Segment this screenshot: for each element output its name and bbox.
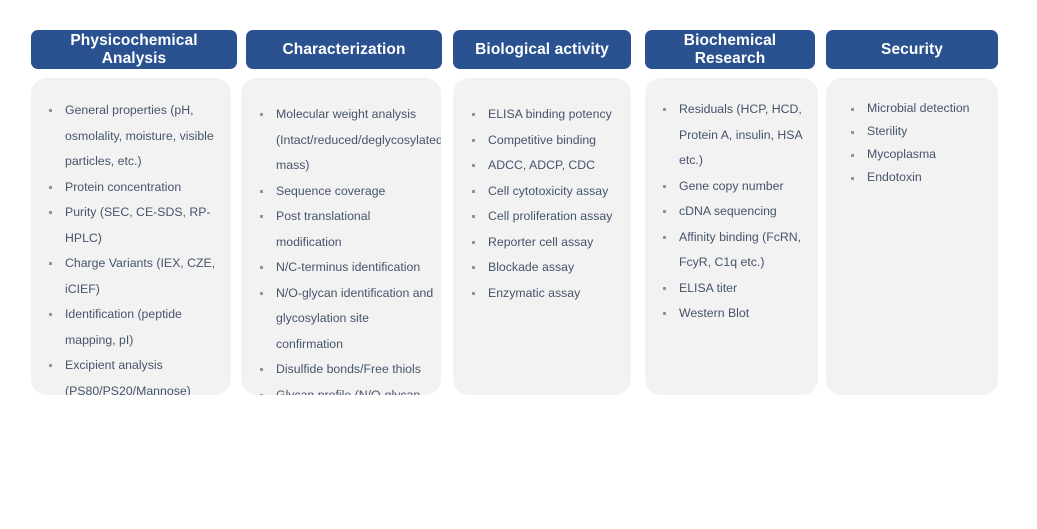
list-item: General properties (pH, osmolality, mois… bbox=[43, 98, 217, 175]
list-wrapper: General properties (pH, osmolality, mois… bbox=[31, 78, 231, 395]
list-item: Glycan profile (N/O-glycan, sialic acid … bbox=[254, 383, 435, 395]
column-title: Biochemical Research bbox=[683, 32, 777, 67]
list-item: Reporter cell assay bbox=[466, 230, 623, 256]
list-item: cDNA sequencing bbox=[657, 199, 810, 225]
list-item: Mycoplasma bbox=[845, 143, 990, 166]
column-card-biological-activity: ELISA binding potency Competitive bindin… bbox=[453, 78, 631, 395]
column-card-biochemical-research: Residuals (HCP, HCD, Protein A, insulin,… bbox=[645, 78, 818, 395]
list-item: ADCC, ADCP, CDC bbox=[466, 153, 623, 179]
list-item: N/C-terminus identification bbox=[254, 255, 435, 281]
column-header-biological-activity[interactable]: Biological activity bbox=[453, 30, 631, 69]
list-item: Molecular weight analysis (Intact/reduce… bbox=[254, 102, 441, 179]
column-header-physicochemical-analysis[interactable]: Physicochemical Analysis bbox=[31, 30, 237, 69]
list-item: Gene copy number bbox=[657, 174, 810, 200]
list-item: Disulfide bonds/Free thiols bbox=[254, 357, 435, 383]
bullet-list-biological-activity: ELISA binding potency Competitive bindin… bbox=[466, 102, 623, 306]
list-item: Sterility bbox=[845, 120, 990, 143]
list-wrapper: Residuals (HCP, HCD, Protein A, insulin,… bbox=[645, 78, 818, 327]
list-wrapper: Molecular weight analysis (Intact/reduce… bbox=[241, 78, 441, 395]
list-item: Western Blot bbox=[657, 301, 810, 327]
list-wrapper: Microbial detection Sterility Mycoplasma… bbox=[826, 78, 998, 189]
column-header-biochemical-research[interactable]: Biochemical Research bbox=[645, 30, 815, 69]
column-header-security[interactable]: Security bbox=[826, 30, 998, 69]
bullet-list-biochemical-research: Residuals (HCP, HCD, Protein A, insulin,… bbox=[657, 97, 810, 327]
list-item: ELISA binding potency bbox=[466, 102, 623, 128]
list-item: Charge Variants (IEX, CZE, iCIEF) bbox=[43, 251, 217, 302]
column-title: Security bbox=[881, 40, 943, 58]
list-item: Enzymatic assay bbox=[466, 281, 623, 307]
column-card-physicochemical-analysis: General properties (pH, osmolality, mois… bbox=[31, 78, 231, 395]
list-wrapper: ELISA binding potency Competitive bindin… bbox=[453, 78, 631, 306]
column-title: Biological activity bbox=[475, 40, 609, 58]
list-item: Identification (peptide mapping, pI) bbox=[43, 302, 217, 353]
column-title: Physicochemical Analysis bbox=[70, 32, 198, 67]
list-item: Residuals (HCP, HCD, Protein A, insulin,… bbox=[657, 97, 810, 174]
list-item: Purity (SEC, CE-SDS, RP-HPLC) bbox=[43, 200, 217, 251]
list-item: Competitive binding bbox=[466, 128, 623, 154]
list-item: Sequence coverage bbox=[254, 179, 435, 205]
list-item: Blockade assay bbox=[466, 255, 623, 281]
bullet-list-physicochemical-analysis: General properties (pH, osmolality, mois… bbox=[43, 98, 217, 395]
bullet-list-characterization: Molecular weight analysis (Intact/reduce… bbox=[254, 102, 441, 395]
list-item: Endotoxin bbox=[845, 166, 990, 189]
list-item: Cell proliferation assay bbox=[466, 204, 623, 230]
list-item: Excipient analysis (PS80/PS20/Mannose) bbox=[43, 353, 217, 395]
column-title: Characterization bbox=[282, 40, 406, 58]
column-card-security: Microbial detection Sterility Mycoplasma… bbox=[826, 78, 998, 395]
column-header-characterization[interactable]: Characterization bbox=[246, 30, 442, 69]
column-card-characterization: Molecular weight analysis (Intact/reduce… bbox=[241, 78, 441, 395]
bullet-list-security: Microbial detection Sterility Mycoplasma… bbox=[845, 97, 990, 189]
list-item: Protein concentration bbox=[43, 175, 217, 201]
list-item: Post translational modification bbox=[254, 204, 435, 255]
list-item: N/O-glycan identification and glycosylat… bbox=[254, 281, 435, 358]
list-item: Affinity binding (FcRN, FcyR, C1q etc.) bbox=[657, 225, 810, 276]
list-item: Microbial detection bbox=[845, 97, 990, 120]
list-item: Cell cytotoxicity assay bbox=[466, 179, 623, 205]
list-item: ELISA titer bbox=[657, 276, 810, 302]
